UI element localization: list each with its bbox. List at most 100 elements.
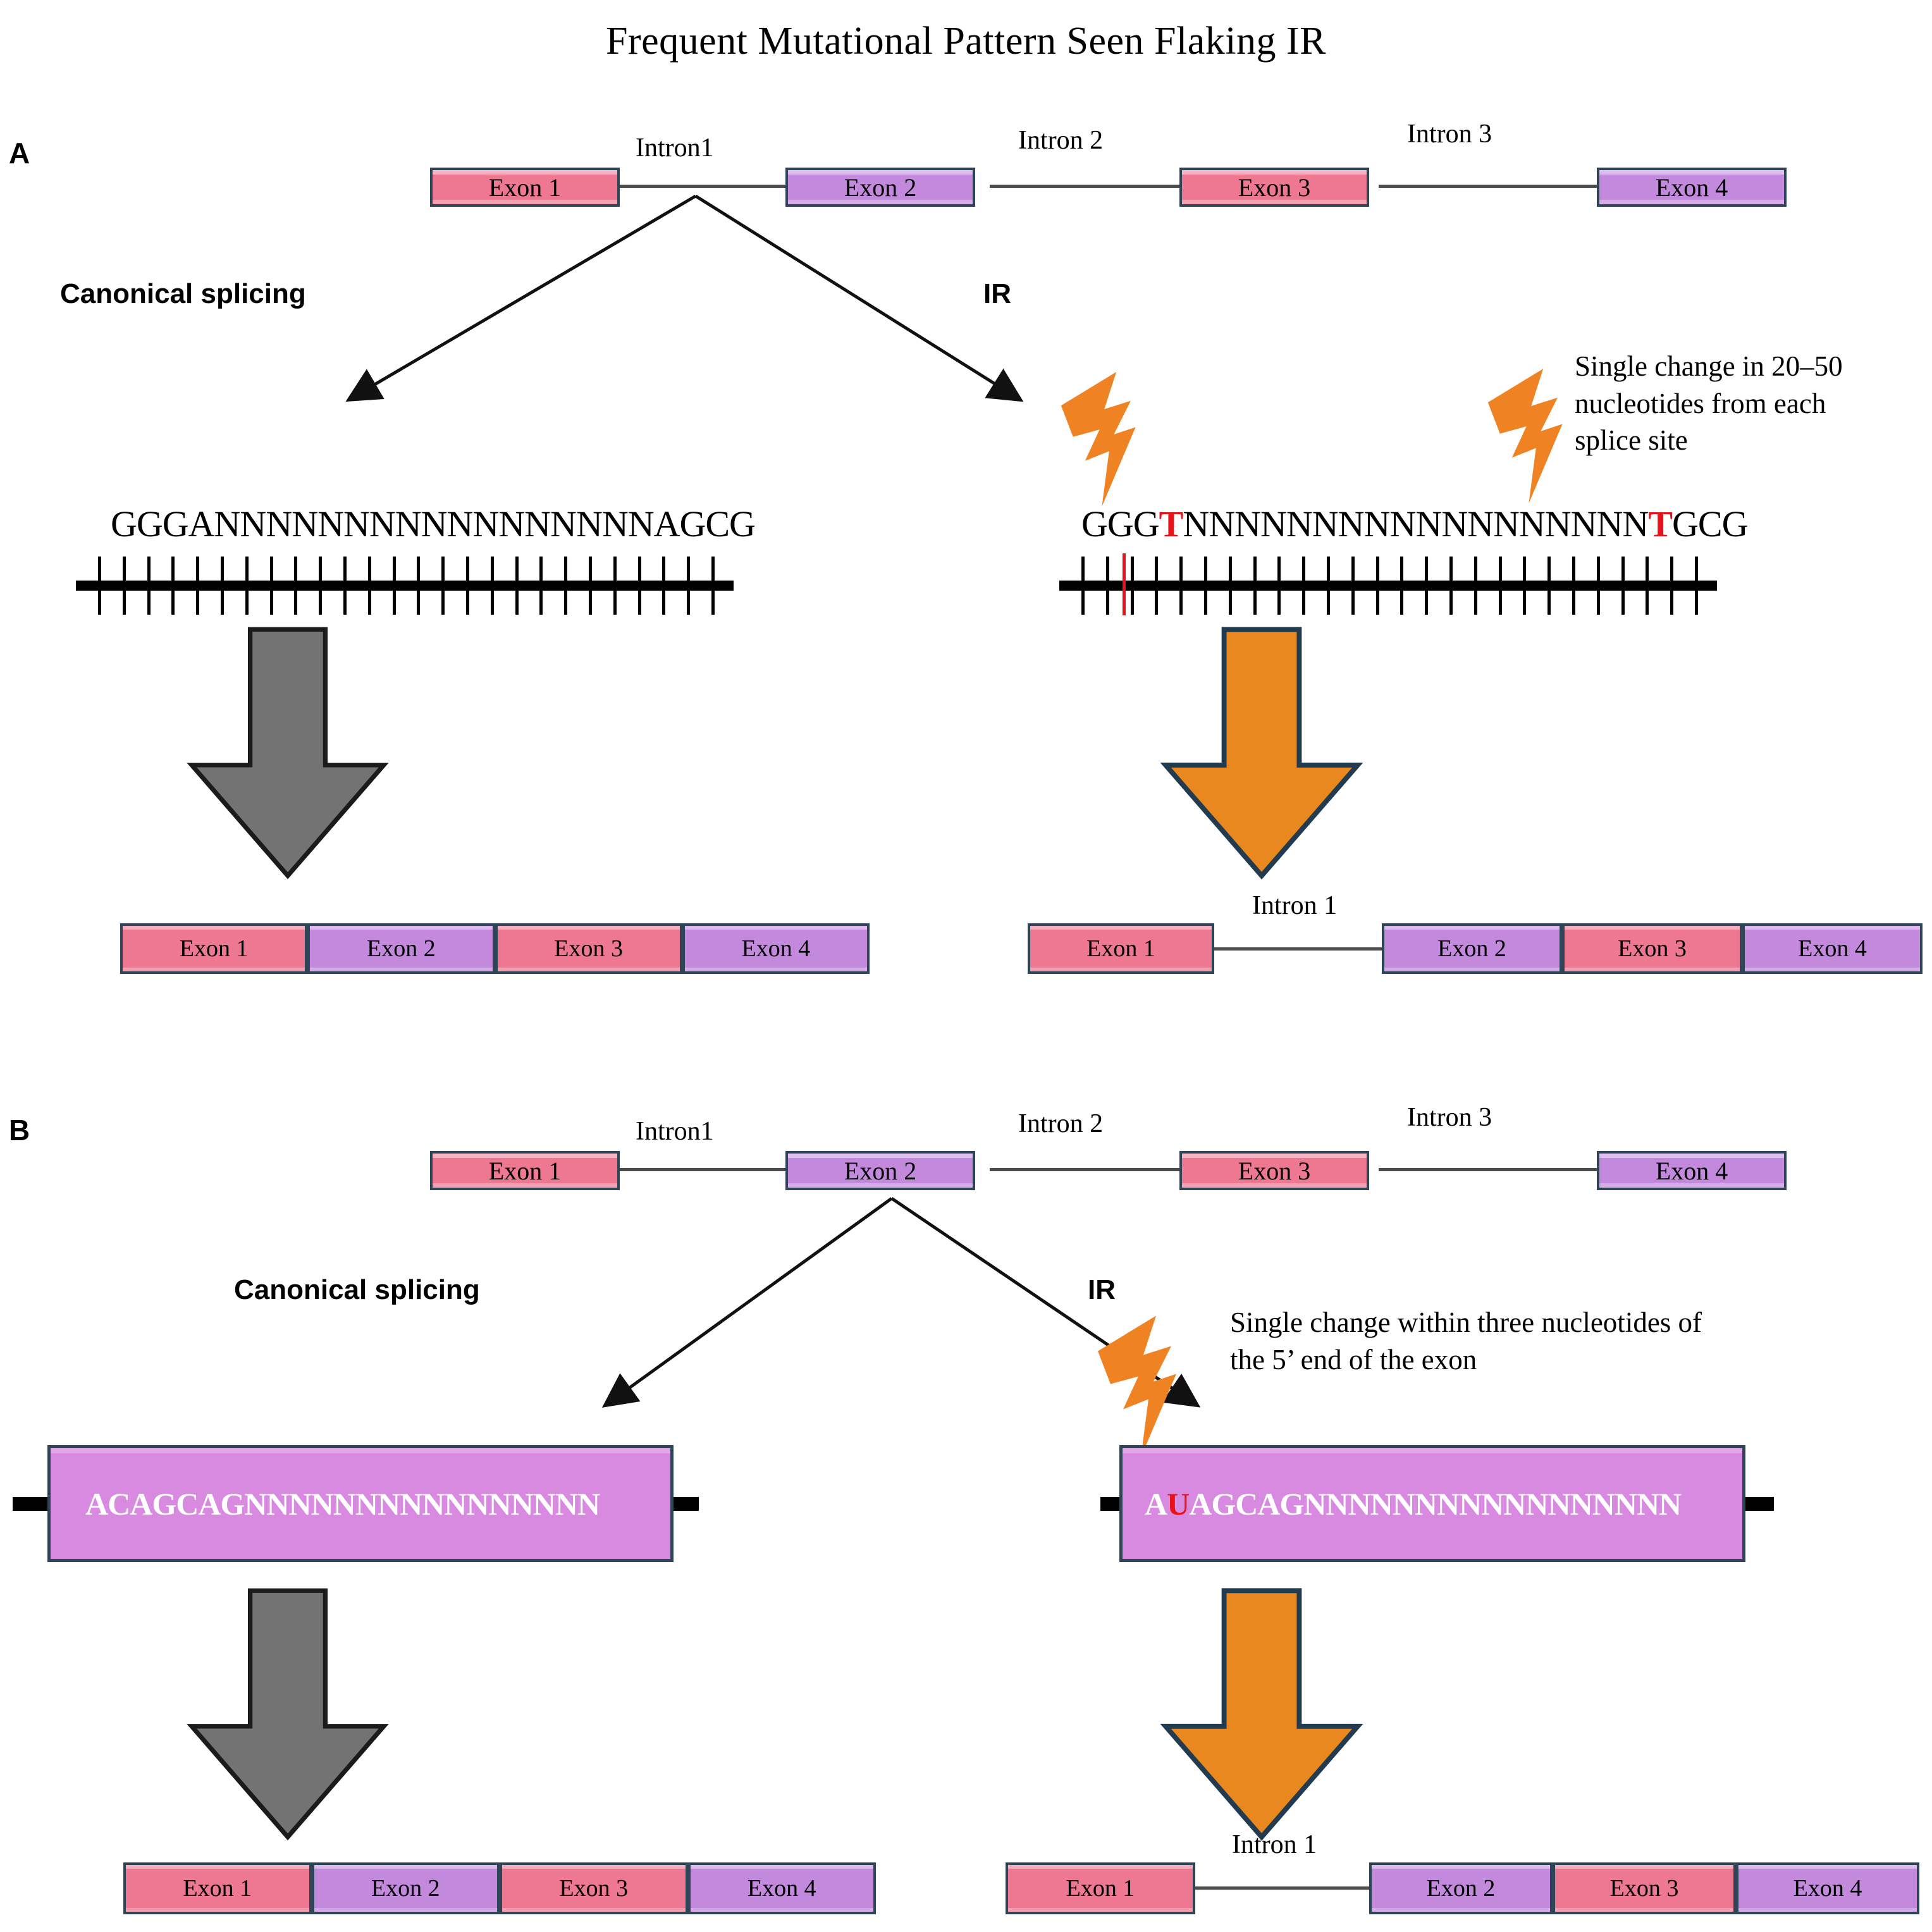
dna-rung xyxy=(441,557,445,615)
dna-rung xyxy=(1228,557,1232,615)
product-intron-label: Intron 1 xyxy=(1252,891,1338,920)
dna-rung xyxy=(269,557,273,615)
panel-b-gene-model: Exon 1 Exon 2 Exon 3 Exon 4 Intron1 Intr… xyxy=(430,1103,1787,1198)
canonical-exon-box-wrap-b: ACAGCAGNNNNNNNNNNNNNNNN xyxy=(13,1445,702,1562)
product-exon-1[interactable]: Exon 1 xyxy=(1006,1862,1195,1914)
seq-part-mutated: U xyxy=(1167,1486,1190,1522)
panel-a-canonical-label: Canonical splicing xyxy=(60,278,306,309)
product-exon-2[interactable]: Exon 2 xyxy=(1369,1862,1553,1914)
gene-intron-label-2: Intron 2 xyxy=(1018,126,1104,155)
intron-line-3 xyxy=(1379,1168,1606,1171)
product-exon-4[interactable]: Exon 4 xyxy=(682,923,870,974)
gray-down-arrow xyxy=(183,1581,392,1847)
gene-intron-label-3: Intron 3 xyxy=(1407,120,1492,149)
canonical-exon-sequence-box-b[interactable]: ACAGCAGNNNNNNNNNNNNNNNN xyxy=(47,1445,674,1562)
dna-rung xyxy=(1105,557,1109,615)
product-exon-4[interactable]: Exon 4 xyxy=(1742,923,1923,974)
gene-exon-3[interactable]: Exon 3 xyxy=(1179,1151,1369,1190)
seq-part: AGCAGNNNNNNNNNNNNNNNNN xyxy=(1189,1486,1682,1522)
product-intron-line xyxy=(1195,1886,1369,1890)
orange-down-arrow xyxy=(1157,1581,1366,1847)
dna-rung xyxy=(637,557,641,615)
dna-rung xyxy=(1498,557,1502,615)
panel-b-canonical-label: Canonical splicing xyxy=(234,1274,480,1305)
dna-rung xyxy=(367,557,371,615)
seq-part: GGG xyxy=(1081,503,1160,545)
product-exon-3[interactable]: Exon 3 xyxy=(495,923,682,974)
intron-line-1 xyxy=(613,185,791,188)
canonical-product-a: Exon 1 Exon 2 Exon 3 Exon 4 xyxy=(120,923,870,974)
product-exon-3[interactable]: Exon 3 xyxy=(500,1862,688,1914)
panel-b-letter: B xyxy=(9,1114,30,1147)
gene-exon-4[interactable]: Exon 4 xyxy=(1597,168,1787,207)
gene-exon-1[interactable]: Exon 1 xyxy=(430,168,620,207)
dna-rung xyxy=(662,557,666,615)
intron-line-2 xyxy=(990,1168,1192,1171)
dna-rung xyxy=(1695,557,1698,615)
product-exon-3[interactable]: Exon 3 xyxy=(1553,1862,1736,1914)
dna-rung xyxy=(294,557,298,615)
dna-rung xyxy=(1130,557,1134,615)
gene-exon-4[interactable]: Exon 4 xyxy=(1597,1151,1787,1190)
seq-part-mutated: T xyxy=(1159,503,1184,545)
product-exon-4[interactable]: Exon 4 xyxy=(1736,1862,1919,1914)
dna-rung xyxy=(1572,557,1575,615)
product-exon-3[interactable]: Exon 3 xyxy=(1562,923,1742,974)
canonical-product-b: Exon 1 Exon 2 Exon 3 Exon 4 xyxy=(123,1862,876,1914)
dna-rung xyxy=(1523,557,1527,615)
intron-line-1 xyxy=(613,1168,791,1171)
dna-rung xyxy=(1351,557,1355,615)
panel-a-letter: A xyxy=(9,137,30,169)
gene-intron-label-3: Intron 3 xyxy=(1407,1103,1492,1132)
dna-rung xyxy=(515,557,519,615)
product-exon-2[interactable]: Exon 2 xyxy=(311,1862,500,1914)
dna-rung xyxy=(1253,557,1257,615)
dna-rung xyxy=(147,557,151,615)
panel-a-ir-label: IR xyxy=(983,278,1011,309)
seq-part: NNNNNNNNNNNNNNNNNN xyxy=(1183,503,1649,545)
gene-exon-1[interactable]: Exon 1 xyxy=(430,1151,620,1190)
dna-rung xyxy=(1081,557,1085,615)
gene-exon-2[interactable]: Exon 2 xyxy=(785,1151,975,1190)
dna-rung xyxy=(1375,557,1379,615)
panel-a-branch-arrows xyxy=(345,194,1024,402)
dna-rung xyxy=(319,557,323,615)
product-intron-line xyxy=(1214,947,1382,951)
dna-rung xyxy=(1425,557,1429,615)
gene-intron-label-1: Intron1 xyxy=(636,1117,714,1146)
product-intron-label: Intron 1 xyxy=(1232,1830,1317,1859)
product-exon-2[interactable]: Exon 2 xyxy=(1382,923,1562,974)
dna-rung xyxy=(589,557,592,615)
product-exon-1[interactable]: Exon 1 xyxy=(1028,923,1214,974)
seq-part: ACAGCAGNNNNNNNNNNNNNNNN xyxy=(85,1486,600,1522)
canonical-sequence-a: GGGANNNNNNNNNNNNNNNNNAGCG xyxy=(111,503,756,545)
panel-a-gene-model: Exon 1 Exon 2 Exon 3 Exon 4 Intron1 Intr… xyxy=(430,120,1787,215)
seq-part: GCG xyxy=(1672,503,1748,545)
product-exon-1[interactable]: Exon 1 xyxy=(123,1862,312,1914)
lightning-bolt-icon xyxy=(1474,351,1594,509)
gene-exon-3[interactable]: Exon 3 xyxy=(1179,168,1369,207)
dna-rung xyxy=(1621,557,1625,615)
gene-exon-2[interactable]: Exon 2 xyxy=(785,168,975,207)
dna-rung xyxy=(343,557,347,615)
dna-rung xyxy=(1302,557,1306,615)
dna-rung xyxy=(1327,557,1330,615)
dna-backbone xyxy=(76,581,734,591)
dna-ladder-ir-a xyxy=(1059,557,1717,615)
product-exon-4[interactable]: Exon 4 xyxy=(687,1862,876,1914)
dna-rung xyxy=(1670,557,1674,615)
dna-rung xyxy=(490,557,494,615)
dna-rung xyxy=(1204,557,1207,615)
annotation-line: the 5’ end of the exon xyxy=(1230,1343,1477,1375)
dna-rung xyxy=(1596,557,1600,615)
dna-rung xyxy=(1474,557,1477,615)
annotation-line: nucleotides from each xyxy=(1575,387,1826,419)
dna-rung xyxy=(687,557,691,615)
product-exon-1[interactable]: Exon 1 xyxy=(120,923,308,974)
panel-a-annotation: Single change in 20–50 nucleotides from … xyxy=(1575,348,1919,459)
product-exon-2[interactable]: Exon 2 xyxy=(307,923,495,974)
ir-product-b: Exon 1 Intron 1 Exon 2 Exon 3 Exon 4 xyxy=(1006,1830,1923,1914)
seq-part-mutated: T xyxy=(1648,503,1673,545)
